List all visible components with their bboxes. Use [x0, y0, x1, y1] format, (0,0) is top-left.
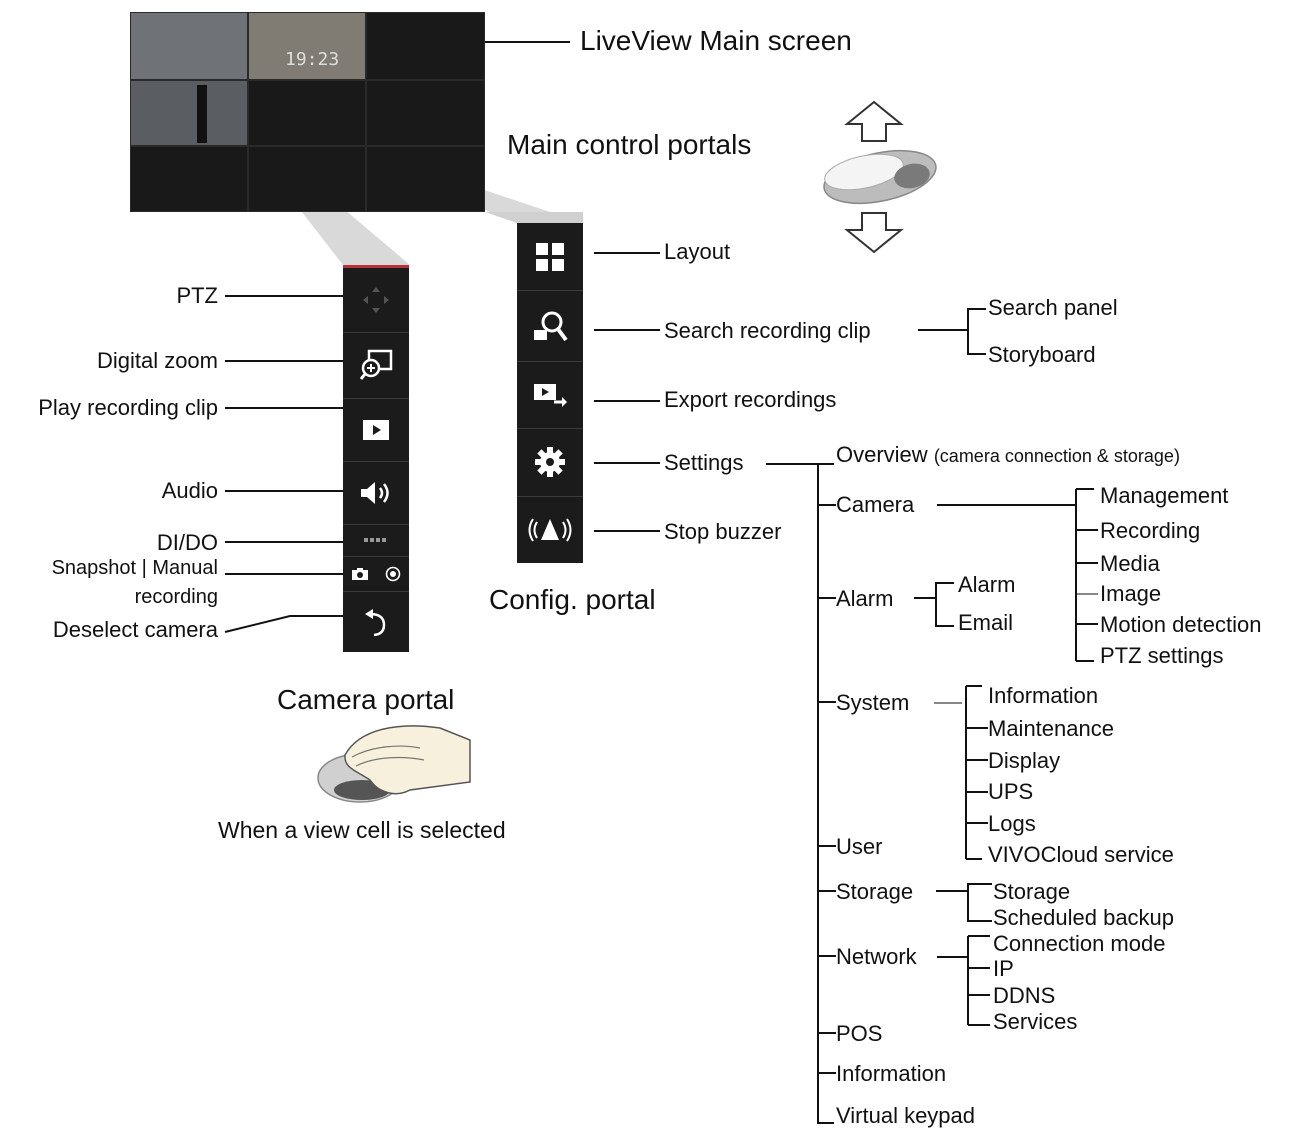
tree-camera-image: Image [1100, 581, 1162, 606]
tree-alarm: Alarm [836, 586, 894, 611]
tree-network-ddns: DDNS [993, 983, 1056, 1008]
play-recording-button[interactable] [343, 398, 409, 462]
snapshot-manual-label: Snapshot | Manual [51, 557, 218, 579]
view-cell[interactable] [248, 80, 366, 146]
config-portal-title: Config. portal [489, 584, 656, 615]
tree-system-information: Information [988, 683, 1099, 708]
buzzer-icon [528, 517, 572, 542]
export-recordings-label: Export recordings [664, 387, 837, 412]
tree-storage-storage: Storage [993, 879, 1071, 904]
ptz-label: PTZ [176, 283, 218, 308]
view-cell[interactable] [366, 12, 485, 80]
layout-button[interactable] [517, 223, 583, 291]
tree-camera-media: Media [1100, 551, 1160, 576]
view-cell[interactable] [130, 12, 248, 80]
main-control-portals-title: Main control portals [507, 129, 752, 160]
tree-overview: Overview (camera connection & storage) [836, 442, 1180, 467]
mouse-icon [823, 149, 937, 205]
tree-network: Network [836, 944, 917, 969]
tree-system: System [836, 690, 910, 715]
liveview-main-screen-label: LiveView Main screen [580, 25, 852, 56]
stop-buzzer-button[interactable] [517, 496, 583, 563]
layout-icon [536, 242, 564, 271]
search-icon [534, 311, 568, 341]
settings-label: Settings [664, 450, 744, 475]
tree-system-logs: Logs [988, 811, 1036, 836]
play-recording-clip-label: Play recording clip [38, 395, 218, 420]
search-recording-button[interactable] [517, 290, 583, 362]
tree-system-vivocloud: VIVOCloud service [988, 842, 1174, 867]
view-cell[interactable] [248, 146, 366, 212]
camera-portal-panel [343, 265, 409, 652]
hand-mouse-icon [317, 725, 471, 803]
tree-overview-note: (camera connection & storage) [933, 446, 1180, 466]
portal-accent-bar [343, 265, 409, 268]
tree-pos: POS [836, 1021, 883, 1046]
tree-camera-management: Management [1100, 483, 1229, 508]
deselect-camera-button[interactable] [343, 591, 409, 652]
camera-portal-caption: When a view cell is selected [218, 817, 506, 843]
tree-system-ups: UPS [988, 779, 1034, 804]
digital-zoom-button[interactable] [343, 332, 409, 399]
record-icon [385, 566, 400, 581]
tree-alarm-email: Email [958, 610, 1014, 635]
tree-system-maintenance: Maintenance [988, 716, 1114, 741]
tree-camera-ptz-settings: PTZ settings [1100, 643, 1224, 668]
snapshot-button[interactable] [343, 556, 376, 592]
tree-storage-scheduled-backup: Scheduled backup [993, 905, 1175, 930]
zoom-icon [359, 349, 393, 380]
search-panel-label: Search panel [988, 295, 1118, 320]
tree-information: Information [836, 1061, 947, 1086]
config-portal-panel [517, 223, 583, 563]
manual-recording-button[interactable] [376, 556, 409, 592]
layout-label: Layout [664, 239, 731, 264]
settings-button[interactable] [517, 428, 583, 497]
tree-network-services: Services [993, 1009, 1078, 1034]
camera-portal-title: Camera portal [277, 684, 455, 715]
tree-network-connection-mode: Connection mode [993, 931, 1166, 956]
undo-icon [365, 608, 386, 636]
search-recording-clip-label: Search recording clip [664, 318, 871, 343]
export-recordings-button[interactable] [517, 361, 583, 429]
tree-storage: Storage [836, 879, 914, 904]
digital-zoom-label: Digital zoom [96, 348, 218, 373]
storyboard-label: Storyboard [988, 342, 1096, 367]
tree-camera: Camera [836, 492, 915, 517]
tree-user: User [836, 834, 883, 859]
stop-buzzer-label: Stop buzzer [664, 519, 782, 544]
dido-label: DI/DO [156, 530, 218, 555]
recording-label: recording [134, 586, 218, 608]
speaker-icon [361, 481, 389, 504]
liveview-main-screen[interactable]: 19:23 [130, 12, 485, 212]
audio-label: Audio [161, 478, 218, 503]
tree-network-ip: IP [993, 956, 1014, 981]
deselect-camera-label: Deselect camera [52, 617, 218, 642]
tree-virtual-keypad: Virtual keypad [836, 1103, 976, 1128]
mini-camera-portal [197, 85, 207, 143]
tree-camera-motion-detection: Motion detection [1100, 612, 1262, 637]
view-cell[interactable]: 19:23 [248, 12, 366, 80]
view-cell[interactable] [130, 146, 248, 212]
clock-display: 19:23 [285, 49, 340, 70]
view-cell[interactable] [366, 146, 485, 212]
view-cell-selected[interactable] [130, 80, 248, 146]
ptz-icon [363, 287, 389, 313]
dido-button[interactable] [343, 524, 409, 557]
view-cell[interactable] [366, 80, 485, 146]
tree-camera-recording: Recording [1100, 518, 1201, 543]
ptz-button[interactable] [343, 268, 409, 333]
scroll-arrows [844, 100, 904, 254]
play-icon [363, 419, 389, 440]
snapshot-icon [351, 567, 368, 580]
tree-alarm-alarm: Alarm [958, 572, 1016, 597]
audio-button[interactable] [343, 461, 409, 525]
tree-system-display: Display [988, 748, 1061, 773]
dido-icon [364, 538, 386, 542]
gear-icon [535, 447, 565, 477]
export-icon [534, 383, 567, 407]
